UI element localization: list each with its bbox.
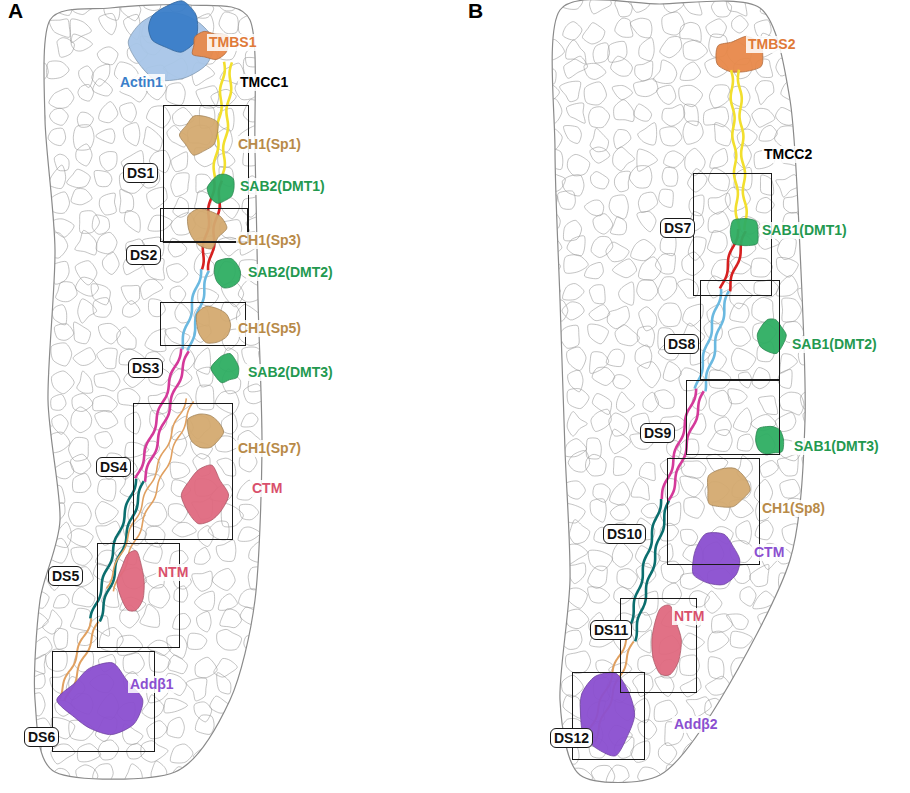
ctm-density <box>181 465 228 524</box>
helix <box>625 499 661 639</box>
box-label: DS3 <box>128 358 163 378</box>
actin-density <box>149 1 198 52</box>
ctm-density <box>692 533 739 585</box>
ch1-density <box>196 306 230 343</box>
box-label: DS11 <box>590 620 632 640</box>
sab-density <box>207 174 234 203</box>
density-mesh <box>533 0 830 793</box>
ch1-density <box>707 468 750 507</box>
part-name: CTM <box>250 480 284 497</box>
part-name: NTM <box>156 564 190 581</box>
box-outline <box>667 458 760 565</box>
part-name: TMBS2 <box>746 36 797 53</box>
panel-letter: B <box>466 2 485 19</box>
part-name: CH1(Sp7) <box>236 440 303 457</box>
part-name: TMBS1 <box>207 34 258 51</box>
part-name: TMCC2 <box>762 146 814 163</box>
sab-density <box>214 258 240 288</box>
sab-density <box>757 319 786 354</box>
panel-letter: A <box>6 2 25 19</box>
part-name: CTM <box>752 544 786 561</box>
part-name: CH1(Sp5) <box>236 320 303 337</box>
box-label: DS7 <box>660 218 695 238</box>
ntm-density <box>117 551 144 612</box>
box-outline <box>686 380 780 455</box>
box-label: DS4 <box>96 457 131 477</box>
box-label: DS8 <box>664 334 699 354</box>
part-name: Actin1 <box>118 74 165 91</box>
ch1-density <box>179 116 218 156</box>
helix <box>107 398 187 588</box>
sab-density <box>730 219 758 246</box>
box-outline <box>163 105 249 243</box>
box-label: DS10 <box>603 524 646 544</box>
helix <box>100 481 144 621</box>
part-name: NTM <box>672 608 706 625</box>
part-name: CH1(Sp1) <box>236 136 303 153</box>
box-label: DS6 <box>24 727 59 747</box>
add-density <box>57 663 143 735</box>
density-mesh <box>17 0 292 793</box>
part-name: SAB1(DMT1) <box>760 222 849 239</box>
box-outline <box>97 543 180 648</box>
part-name: CH1(Sp3) <box>236 232 303 249</box>
part-name: SAB1(DMT3) <box>792 438 881 455</box>
sab-density <box>211 353 239 382</box>
box-label: DS2 <box>126 245 161 265</box>
ch1-density <box>187 414 224 448</box>
box-label: DS9 <box>640 423 675 443</box>
box-outline <box>160 208 248 242</box>
box-outline <box>133 403 233 540</box>
box-label: DS1 <box>123 163 158 183</box>
filament-outline <box>34 5 262 780</box>
part-name: SAB2(DMT1) <box>238 178 327 195</box>
filament-outline <box>552 0 805 782</box>
box-outline <box>52 651 155 752</box>
part-name: TMCC1 <box>238 74 290 91</box>
part-name: SAB2(DMT3) <box>246 364 335 381</box>
part-name: CH1(Sp8) <box>760 500 827 517</box>
box-label: DS12 <box>550 728 593 748</box>
box-label: DS5 <box>48 566 83 586</box>
box-outline <box>700 280 780 380</box>
helix <box>738 70 747 230</box>
part-name: Addβ2 <box>672 716 720 733</box>
box-outline <box>160 302 246 346</box>
helix <box>183 269 202 349</box>
part-name: SAB1(DMT2) <box>790 336 879 353</box>
part-name: Addβ1 <box>128 676 176 693</box>
helix <box>731 70 740 230</box>
part-name: SAB2(DMT2) <box>246 264 335 281</box>
